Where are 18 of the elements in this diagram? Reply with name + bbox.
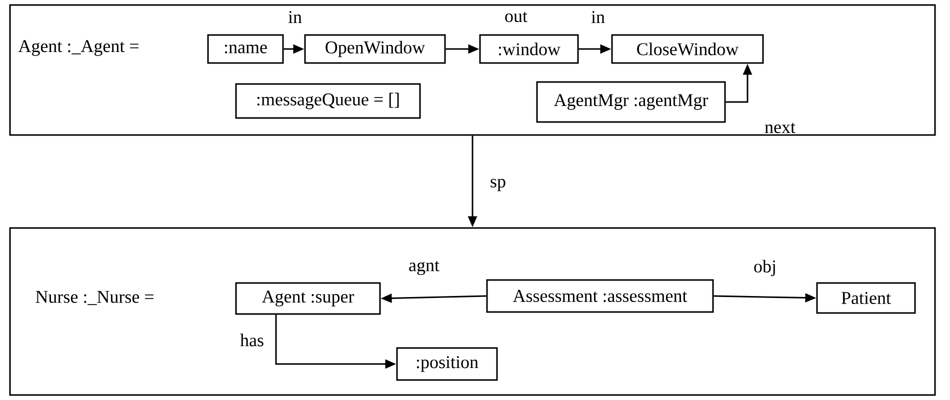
object-box: :position bbox=[396, 347, 498, 381]
object-box: OpenWindow bbox=[304, 34, 446, 64]
object-box: :name bbox=[207, 34, 284, 64]
edge-label: in bbox=[590, 10, 606, 24]
edge-label: out bbox=[504, 10, 528, 24]
edge-label: next bbox=[764, 122, 796, 134]
edge-label: obj bbox=[752, 258, 778, 278]
object-box: Assessment :assessment bbox=[486, 279, 714, 313]
object-box: CloseWindow bbox=[611, 34, 764, 64]
object-box: Patient bbox=[816, 282, 916, 314]
object-box: AgentMgr :agentMgr bbox=[536, 81, 726, 123]
edge-label: in bbox=[287, 10, 303, 24]
object-box: Agent :super bbox=[235, 282, 381, 315]
edge-label: agnt bbox=[408, 260, 440, 276]
object-box: :messageQueue = [] bbox=[235, 83, 421, 119]
object-box: :window bbox=[479, 34, 579, 64]
edge-label: has bbox=[239, 332, 265, 348]
edge-label: sp bbox=[489, 178, 507, 192]
